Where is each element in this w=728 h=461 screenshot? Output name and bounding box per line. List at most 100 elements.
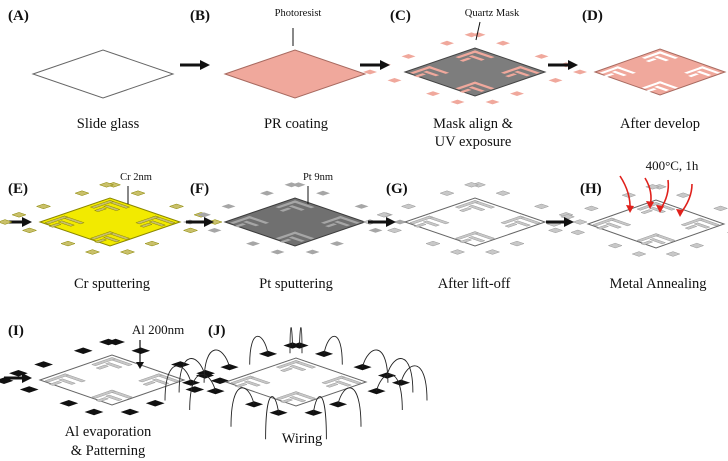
electrode-trace: [57, 378, 77, 385]
contact-pad: [19, 386, 39, 393]
contact-pad: [270, 249, 285, 255]
electrode-trace: [513, 220, 532, 227]
electrode-trace: [234, 223, 246, 228]
contact-pad: [0, 219, 13, 225]
contact-pad: [145, 400, 165, 407]
step-i-caption-line1: Al evaporation: [65, 424, 152, 440]
electrode-trace: [693, 222, 711, 229]
bond-wire: [337, 387, 362, 427]
electrode-trace: [320, 216, 344, 224]
bond-wire: [289, 327, 293, 354]
mask-windows: [363, 32, 587, 105]
electrode-trace: [654, 85, 670, 92]
heat-arrowhead: [676, 209, 684, 217]
electrode-trace: [337, 216, 361, 224]
contact-pad: [330, 241, 344, 246]
bond-wire: [376, 374, 403, 411]
arrow-into-i: [4, 373, 32, 383]
contact-pad: [74, 190, 90, 196]
electrode-trace: [89, 200, 115, 209]
electrode-trace: [409, 215, 434, 225]
wiring-traces: [230, 360, 362, 404]
contact-pad: [244, 401, 264, 408]
electrode-trace: [151, 378, 170, 385]
electrode-trace: [95, 397, 110, 403]
step-g-caption: After lift-off: [438, 276, 511, 292]
step-a: (A) Slide glass: [8, 8, 175, 132]
contact-pad: [182, 227, 199, 234]
contact-pad: [590, 54, 606, 61]
electrode-trace: [645, 88, 657, 92]
step-e-letter: (E): [8, 181, 28, 197]
contact-pad: [368, 228, 383, 233]
bond-wire: [189, 374, 216, 411]
contact-pad: [9, 370, 28, 377]
contact-pad: [220, 364, 239, 371]
step-c-caption-line1: Mask align &: [433, 116, 513, 132]
electrode-trace: [89, 231, 115, 240]
electrode-trace: [467, 236, 486, 243]
electrode-trace: [93, 238, 108, 244]
contact-pad: [130, 190, 146, 196]
electrode-trace: [468, 86, 485, 92]
liftoff-substrate: [403, 197, 547, 247]
chromium-layer: [38, 197, 182, 247]
annealing-callout: 400°C, 1h: [646, 158, 699, 173]
row1-arrows: [180, 60, 578, 70]
al-callout: Al 200nm: [132, 322, 184, 337]
step-i: (I) Al 200nm Al evaporation & Patterning: [0, 322, 230, 459]
contact-pad: [426, 91, 440, 96]
contact-pad: [35, 203, 52, 210]
electrode-trace: [504, 222, 518, 228]
contact-pad: [354, 204, 369, 209]
electrode-trace: [139, 222, 153, 228]
electrode-trace: [696, 70, 712, 77]
electrode-trace: [275, 231, 299, 240]
electrode-trace: [641, 81, 664, 89]
contact-pad: [440, 40, 454, 46]
chromium-electrode-pattern: [0, 182, 223, 255]
contact-pad: [119, 249, 136, 255]
al-callout-arrowhead: [136, 362, 144, 369]
electrode-trace: [288, 364, 307, 371]
step-f: (F) Pt 9nm Pt sputtering: [183, 172, 407, 292]
contact-pad: [548, 78, 563, 83]
electrode-trace: [243, 380, 262, 387]
step-f-letter: (F): [190, 181, 209, 197]
electrode-trace: [592, 217, 616, 227]
electrode-trace: [684, 224, 698, 230]
contact-pad: [305, 249, 320, 255]
contact-pad: [613, 90, 629, 96]
contact-pad: [665, 251, 681, 257]
electrode-trace: [656, 81, 679, 89]
step-f-caption: Pt sputtering: [259, 276, 333, 292]
platinum-electrode-pattern: [183, 182, 407, 255]
contact-pad: [393, 219, 407, 225]
contact-pad: [120, 408, 140, 416]
quartz-mask-plate: [403, 47, 547, 97]
electrode-trace: [325, 382, 339, 388]
electrode-trace: [699, 66, 721, 74]
electrode-trace: [44, 373, 70, 383]
electrode-trace: [334, 220, 351, 227]
contact-pad: [185, 386, 205, 393]
step-g: (G) After lift-off: [362, 181, 588, 292]
bond-wire: [249, 335, 269, 365]
contact-pad: [485, 99, 500, 105]
step-b-letter: (B): [190, 8, 210, 24]
contact-pad: [463, 182, 480, 188]
contact-pad: [391, 379, 411, 386]
electrode-trace: [413, 222, 427, 228]
electrode-trace: [604, 222, 623, 229]
bond-wire: [164, 365, 192, 401]
step-h-caption: Metal Annealing: [609, 276, 706, 292]
electrode-trace: [459, 88, 472, 93]
contact-pad: [495, 190, 511, 196]
contact-pad: [401, 54, 416, 59]
electrode-trace: [640, 240, 654, 246]
contact-pad: [195, 372, 215, 379]
electrode-trace: [142, 381, 156, 386]
contact-pad: [284, 182, 299, 188]
bond-wire: [313, 396, 327, 440]
